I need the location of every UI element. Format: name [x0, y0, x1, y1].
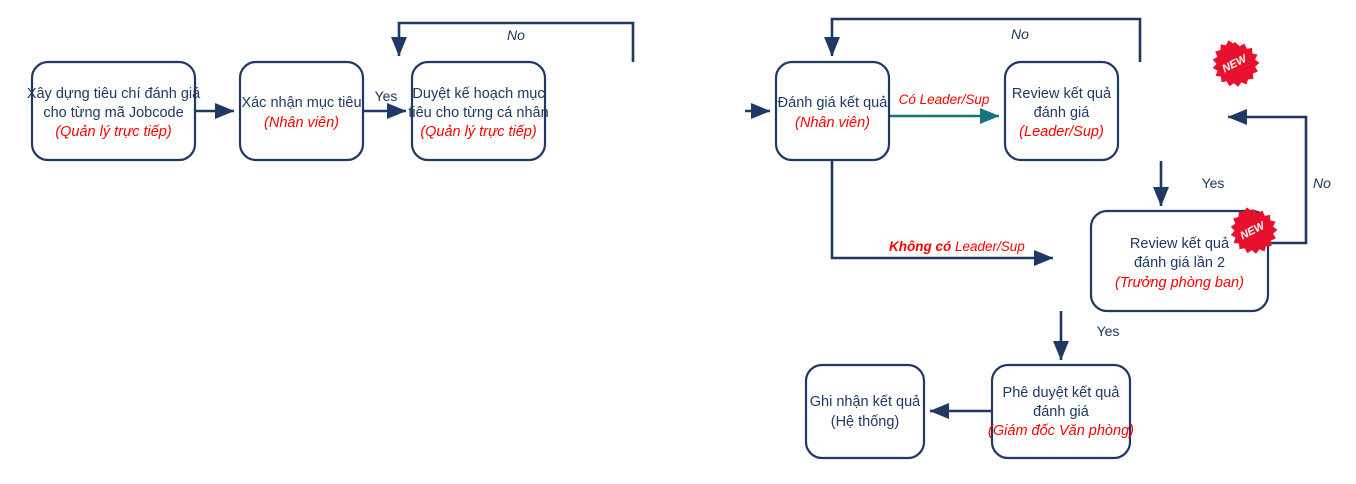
starburst-shape [1230, 207, 1278, 254]
node-line1: Xây dựng tiêu chí đánh giá [27, 86, 201, 102]
node-xay-dung-tieu-chi[interactable]: Xây dựng tiêu chí đánh giá cho từng mã J… [27, 60, 201, 162]
node-danh-gia-ket-qua[interactable]: Đánh giá kết quả (Nhân viên) [774, 60, 891, 162]
edge-label-co-leader: Có Leader/Sup [899, 92, 990, 107]
edge-label-yes-1: Yes [375, 88, 398, 104]
node-xac-nhan-muc-tieu[interactable]: Xác nhận mục tiêu (Nhân viên) [238, 60, 365, 162]
node-ghi-nhan-ket-qua[interactable]: Ghi nhận kết quả (Hệ thống) [804, 363, 926, 460]
edge-n4-to-n5-co-leader: Có Leader/Sup [889, 92, 1000, 125]
node-line2: đánh giá [1033, 404, 1090, 420]
edge-n5-to-n4-no: No [823, 17, 1142, 62]
node-line2: cho từng mã Jobcode [43, 105, 183, 121]
node-box[interactable] [1003, 60, 1120, 162]
edge-n5-to-n6-yes: Yes [1152, 161, 1225, 207]
node-line1: Xác nhận mục tiêu [241, 95, 361, 111]
node-role: (Quản lý trực tiếp) [420, 124, 536, 140]
node-line2: đánh giá lần 2 [1134, 255, 1225, 271]
edge-label-khong-co-rest: Leader/Sup [951, 239, 1025, 254]
node-role: (Trưởng phòng ban) [1115, 275, 1244, 291]
node-line1: Phê duyệt kết quả [1003, 385, 1121, 401]
edge-label-no-2: No [1011, 26, 1029, 42]
node-line1: Đánh giá kết quả [778, 95, 889, 111]
node-line2: tiêu cho từng cá nhân [408, 105, 548, 121]
node-role: (Giám đốc Văn phòng) [988, 423, 1134, 439]
node-box[interactable] [804, 363, 926, 460]
node-line1: Ghi nhận kết quả [810, 394, 921, 410]
new-badge-icon: NEW [1212, 40, 1260, 87]
node-line1: Review kết quả [1012, 86, 1112, 102]
edge-label-no-3: No [1313, 175, 1331, 191]
node-duyet-ke-hoach[interactable]: Duyệt kế hoạch mục tiêu cho từng cá nhân… [408, 60, 549, 162]
node-review-ket-qua-danh-gia[interactable]: Review kết quả đánh giá (Leader/Sup) NEW [1003, 40, 1260, 162]
node-box[interactable] [30, 60, 197, 162]
node-line1: Review kết quả [1130, 236, 1230, 252]
edge-label-no-1: No [507, 27, 525, 43]
new-badge-icon: NEW [1230, 207, 1278, 254]
starburst-shape [1212, 40, 1260, 87]
node-box[interactable] [774, 60, 891, 162]
edge-label-yes-3: Yes [1097, 323, 1120, 339]
node-role: (Hệ thống) [831, 414, 900, 430]
node-role: (Nhân viên) [264, 115, 339, 131]
node-box[interactable] [410, 60, 547, 162]
node-box[interactable] [990, 363, 1132, 460]
edge-n6-to-n5-no: No [1227, 108, 1331, 245]
edge-label-khong-co-bold: Không có [889, 239, 951, 254]
edge-n2-to-n3: Yes [363, 88, 407, 120]
edge-label-khong-co: Không có Leader/Sup [889, 239, 1025, 254]
edge-n4-to-n6-khong-co: Không có Leader/Sup [830, 161, 1054, 267]
node-role: (Quản lý trực tiếp) [55, 124, 171, 140]
edge-label-yes-2: Yes [1202, 175, 1225, 191]
node-line2: đánh giá [1034, 105, 1091, 121]
node-box[interactable] [1089, 209, 1270, 313]
node-phe-duyet-ket-qua[interactable]: Phê duyệt kết quả đánh giá (Giám đốc Văn… [988, 363, 1134, 460]
node-box[interactable] [238, 60, 365, 162]
node-role: (Nhân viên) [795, 115, 870, 131]
edge-n6-to-n7-yes: Yes [1052, 311, 1120, 361]
node-line1: Duyệt kế hoạch mục [412, 86, 544, 102]
edge-n3-to-n2-no: No [390, 21, 635, 62]
node-role: (Leader/Sup) [1019, 124, 1104, 140]
node-review-ket-qua-lan-2[interactable]: Review kết quả đánh giá lần 2 (Trưởng ph… [1089, 207, 1278, 313]
